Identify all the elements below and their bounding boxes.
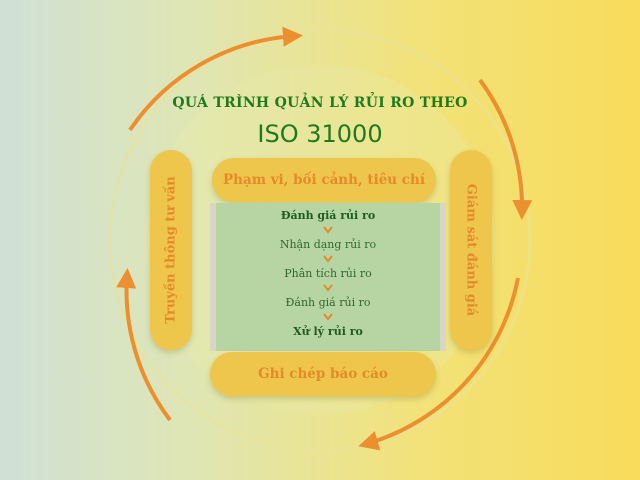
diagram-title: QUÁ TRÌNH QUẢN LÝ RỦI RO THEO xyxy=(172,95,468,111)
step-risk-treatment: Xử lý rủi ro xyxy=(293,325,363,338)
recording-reporting-box: Ghi chép báo cáo xyxy=(210,352,436,396)
communication-consultation-label: Truyền thông tư vấn xyxy=(163,176,179,324)
arc-arrow-top xyxy=(128,26,303,132)
arc-arrow-bottom xyxy=(358,277,520,451)
risk-assessment-box: Đánh giá rủi ro Nhận dạng rủi ro Phân tí… xyxy=(210,203,446,351)
step-risk-identification: Nhận dạng rủi ro xyxy=(279,238,377,251)
step-risk-evaluation: Đánh giá rủi ro xyxy=(285,296,371,309)
watermark-ring-outer xyxy=(108,28,532,452)
step-risk-analysis: Phân tích rủi ro xyxy=(284,267,372,280)
step-risk-assessment: Đánh giá rủi ro xyxy=(280,209,376,222)
chevron-down-icon xyxy=(323,255,333,263)
monitoring-review-bar: Giám sát đánh giá xyxy=(450,150,492,350)
arc-arrow-right xyxy=(478,78,533,220)
chevron-down-icon xyxy=(323,313,333,321)
chevron-down-icon xyxy=(323,226,333,234)
chevron-down-icon xyxy=(323,284,333,292)
scope-context-criteria-box: Phạm vi, bối cảnh, tiêu chí xyxy=(212,158,436,202)
monitoring-review-label: Giám sát đánh giá xyxy=(463,183,479,317)
communication-consultation-bar: Truyền thông tư vấn xyxy=(150,150,192,350)
diagram-subtitle: ISO 31000 xyxy=(257,120,383,148)
arc-arrow-left xyxy=(116,268,172,422)
